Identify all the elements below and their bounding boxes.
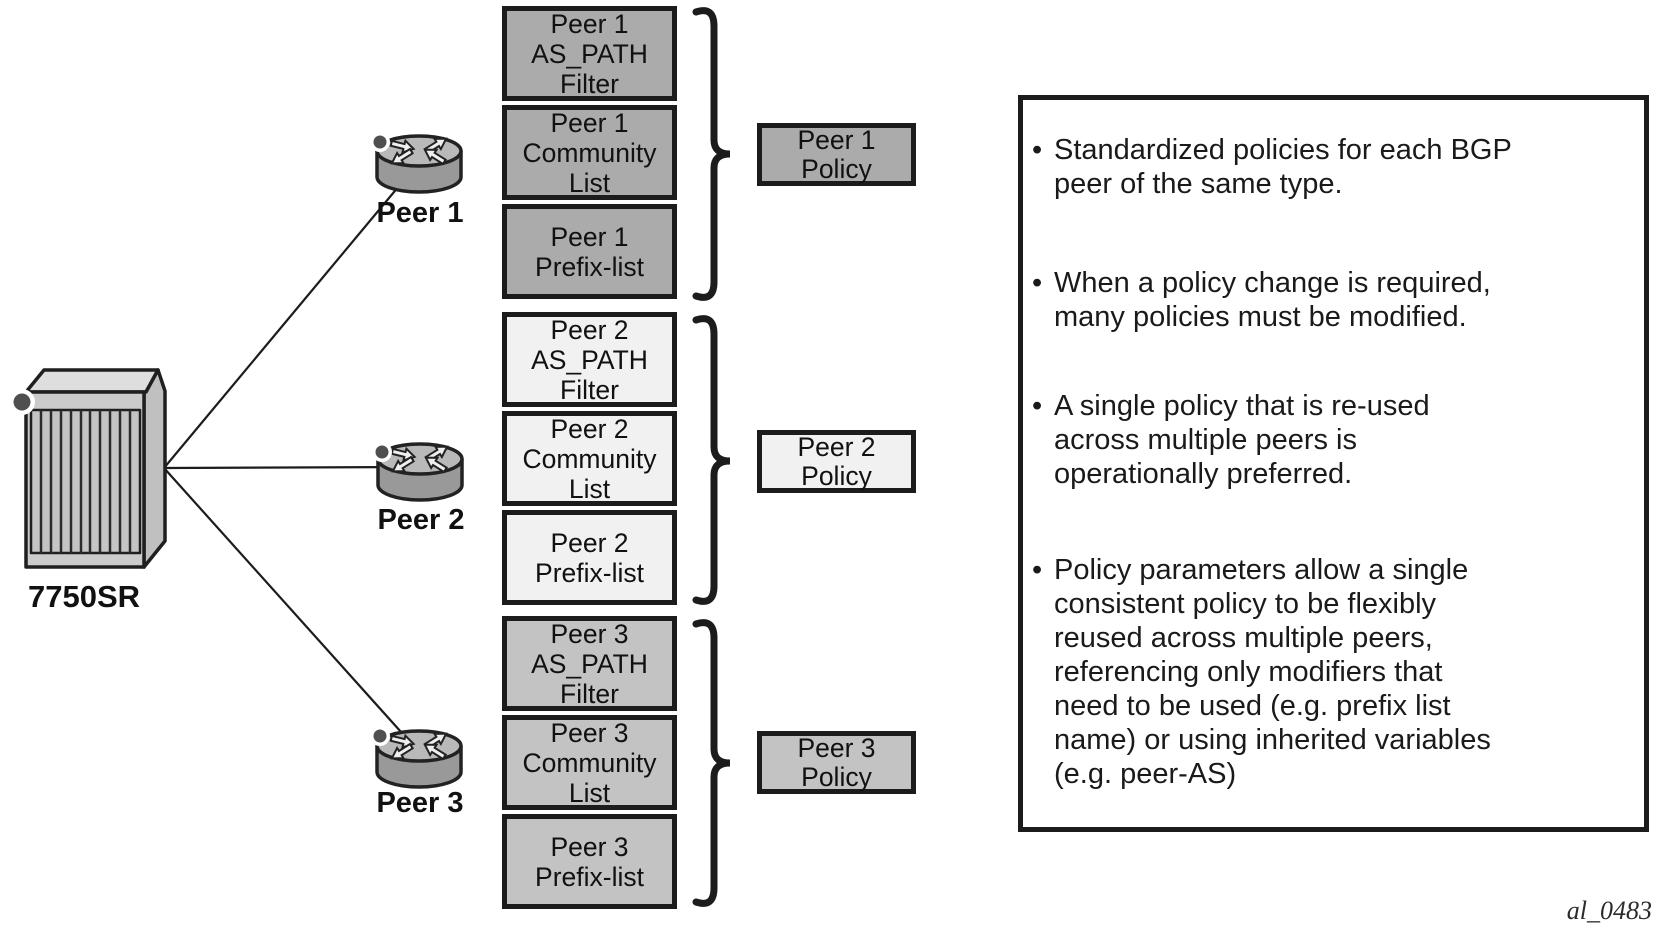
router-port-dots (370, 132, 392, 746)
figure-id-caption: al_0483 (1566, 896, 1652, 925)
peer1-prefix-list-box: Peer 1 Prefix-list (502, 204, 677, 299)
peer2-label: Peer 2 (377, 504, 465, 536)
peer2-community-list-box: Peer 2 Community List (502, 411, 677, 506)
link-to-peer1 (163, 161, 420, 469)
notes-panel (1018, 95, 1649, 832)
peer1-policy-box: Peer 1 Policy (757, 123, 916, 186)
router-icon-peer2 (376, 442, 464, 502)
note-text-2: When a policy change is required, many p… (1054, 267, 1491, 333)
peer1-aspath-filter-box: Peer 1 AS_PATH Filter (502, 6, 677, 101)
brace-peer1 (692, 7, 731, 301)
bullet-glyph: • (1032, 390, 1043, 422)
peer3-prefix-list-box: Peer 3 Prefix-list (502, 814, 677, 909)
peer3-community-list-box: Peer 3 Community List (502, 715, 677, 810)
router-icon-peer1 (375, 134, 463, 194)
note-bullet-2: • When a policy change is required, many… (1032, 266, 1632, 334)
note-bullet-1: • Standardized policies for each BGP pee… (1032, 133, 1632, 201)
device-label-7750sr: 7750SR (27, 579, 141, 614)
bullet-glyph: • (1032, 134, 1043, 166)
peer2-aspath-filter-box: Peer 2 AS_PATH Filter (502, 312, 677, 407)
peer2-policy-box: Peer 2 Policy (757, 430, 916, 493)
bullet-glyph: • (1032, 554, 1043, 586)
chassis-illustration (9, 368, 167, 569)
peer2-prefix-list-box: Peer 2 Prefix-list (502, 510, 677, 605)
peer1-community-list-box: Peer 1 Community List (502, 105, 677, 200)
note-text-1: Standardized policies for each BGP peer … (1054, 134, 1512, 200)
note-text-4: Policy parameters allow a single consist… (1054, 554, 1491, 790)
note-bullet-4: • Policy parameters allow a single consi… (1032, 553, 1632, 791)
router-icon-peer3 (375, 729, 463, 789)
peer3-policy-box: Peer 3 Policy (757, 731, 916, 794)
peer1-label: Peer 1 (376, 197, 464, 229)
grouping-braces (692, 7, 731, 907)
bullet-glyph: • (1032, 267, 1043, 299)
peer3-label: Peer 3 (376, 787, 464, 819)
link-to-peer3 (163, 467, 420, 753)
note-bullet-3: • A single policy that is re-used across… (1032, 389, 1632, 491)
brace-peer3 (692, 619, 731, 907)
peer3-aspath-filter-box: Peer 3 AS_PATH Filter (502, 616, 677, 711)
note-text-3: A single policy that is re-used across m… (1054, 390, 1430, 490)
brace-peer2 (692, 315, 731, 605)
